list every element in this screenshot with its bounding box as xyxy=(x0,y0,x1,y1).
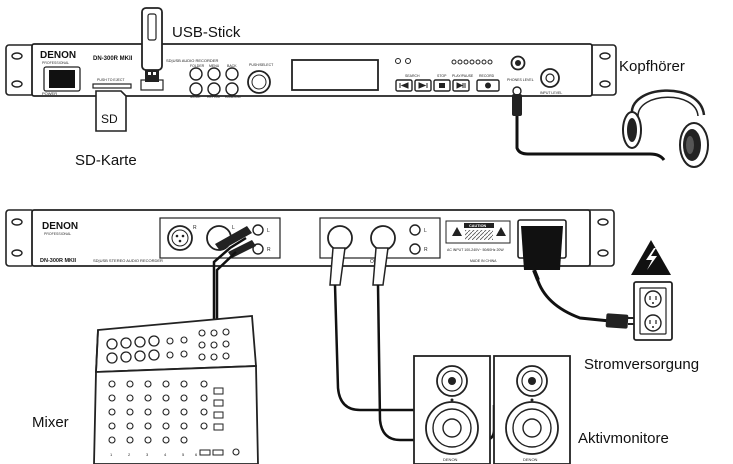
monitor-right: DENON xyxy=(493,355,571,464)
rear-panel: DENON PROFESSIONAL DN-300R MKII SD|USB S… xyxy=(5,209,615,267)
outlet-socket[interactable] xyxy=(644,290,662,308)
ac-input-text: AC INPUT 100-240V~ 50/60Hz 20W xyxy=(447,248,504,252)
phones-level-label: PHONES LEVEL xyxy=(507,78,534,82)
sd-card-text: SD xyxy=(101,112,118,126)
power-button[interactable] xyxy=(49,70,75,88)
menu-button[interactable] xyxy=(207,67,221,81)
mode-button[interactable] xyxy=(189,82,203,96)
input-level-label: INPUT LEVEL xyxy=(540,91,562,95)
repeat-button[interactable] xyxy=(207,82,221,96)
svg-text:4: 4 xyxy=(164,452,167,457)
front-display xyxy=(291,59,379,91)
random-button[interactable] xyxy=(225,82,239,96)
sd-card-label: SD-Karte xyxy=(75,152,137,169)
xlr-output-l[interactable] xyxy=(370,225,396,251)
repeat-label: REPEAT xyxy=(207,95,222,99)
rca-l-label: L xyxy=(267,228,270,234)
power-label: POWER xyxy=(42,91,57,96)
rca-input-l[interactable] xyxy=(252,224,264,236)
headphone-plug xyxy=(512,94,522,116)
rca-output-l[interactable] xyxy=(409,224,421,236)
back-label: BACK xyxy=(227,64,237,68)
headphones-label: Kopfhörer xyxy=(619,58,685,75)
xlr-output-r[interactable] xyxy=(327,225,353,251)
menu-label: MENU xyxy=(209,64,220,68)
select-knob-label: PUSH/SELECT xyxy=(249,63,274,67)
rear-subtitle: SD|USB STEREO AUDIO RECORDER xyxy=(93,258,163,263)
usb-stick xyxy=(141,7,163,82)
sd-slot-label: PUSH TO EJECT xyxy=(97,78,125,82)
rca-input-r[interactable] xyxy=(252,243,264,255)
power-cord xyxy=(521,226,640,329)
monitor-left-brand: DENON xyxy=(443,457,458,462)
rear-brand-sub: PROFESSIONAL xyxy=(44,232,71,236)
wall-outlet xyxy=(631,240,673,341)
input-level-knob[interactable] xyxy=(540,68,560,88)
back-button[interactable] xyxy=(225,67,239,81)
mixer-label: Mixer xyxy=(32,414,69,431)
front-panel: DENON PROFESSIONAL POWER DN-300R MKII PU… xyxy=(5,43,617,99)
select-knob[interactable] xyxy=(247,70,271,94)
monitor-right-brand: DENON xyxy=(523,457,538,462)
rca-r-label: R xyxy=(267,247,271,253)
headphones xyxy=(622,89,709,168)
input-r-label: R xyxy=(193,225,197,231)
usb-stick-label: USB-Stick xyxy=(172,24,241,41)
monitor-left: DENON xyxy=(413,355,491,464)
front-round-buttons: FOLDER MENU BACK MODE REPEAT RANDOM xyxy=(189,64,241,99)
rear-model: DN-300R MKII xyxy=(40,258,77,264)
mixer: 1 2 3 4 5 6 xyxy=(93,315,259,464)
svg-text:3: 3 xyxy=(146,452,149,457)
play-label: PLAY/PAUSE xyxy=(452,74,474,78)
sd-card: SD xyxy=(95,90,127,132)
front-subtitle: SD|USB AUDIO RECORDER xyxy=(166,58,218,63)
caution-label: CAUTION xyxy=(469,224,487,228)
made-in-text: MADE IN CHINA xyxy=(470,259,497,263)
input-l-label: L xyxy=(232,225,235,231)
mixer-cable xyxy=(215,251,237,325)
led-row xyxy=(451,59,493,65)
monitors-label: Aktivmonitore xyxy=(578,430,669,447)
stop-label: STOP xyxy=(437,74,447,78)
front-brand: DENON xyxy=(40,50,76,61)
rca-output-r[interactable] xyxy=(409,243,421,255)
svg-text:1: 1 xyxy=(110,452,113,457)
svg-text:6: 6 xyxy=(195,452,198,457)
sd-slot[interactable] xyxy=(92,83,132,89)
search-label: SEARCH xyxy=(405,74,420,78)
rack-ear-left xyxy=(5,44,35,96)
rear-brand: DENON xyxy=(42,221,78,232)
svg-text:5: 5 xyxy=(182,452,185,457)
outlet-socket[interactable] xyxy=(644,314,662,332)
input-plug xyxy=(215,226,252,251)
rca-out-r-label: R xyxy=(424,247,428,253)
mode-label: MODE xyxy=(190,95,201,99)
mixer-channel-numbers: 1 2 3 4 5 6 xyxy=(110,452,198,457)
folder-label: FOLDER xyxy=(190,64,205,68)
headphone-cable xyxy=(515,96,666,161)
record-label: RECORD xyxy=(479,74,495,78)
front-model: DN-300R MKII xyxy=(93,56,133,62)
rca-out-l-label: L xyxy=(424,228,427,234)
folder-button[interactable] xyxy=(189,67,203,81)
led-indicator xyxy=(405,58,411,64)
led-indicator xyxy=(395,58,401,64)
front-brand-sub: PROFESSIONAL xyxy=(42,61,69,65)
headphone-jack[interactable] xyxy=(512,86,522,96)
power-supply-label: Stromversorgung xyxy=(584,356,700,373)
random-label: RANDOM xyxy=(225,95,241,99)
svg-text:2: 2 xyxy=(128,452,131,457)
